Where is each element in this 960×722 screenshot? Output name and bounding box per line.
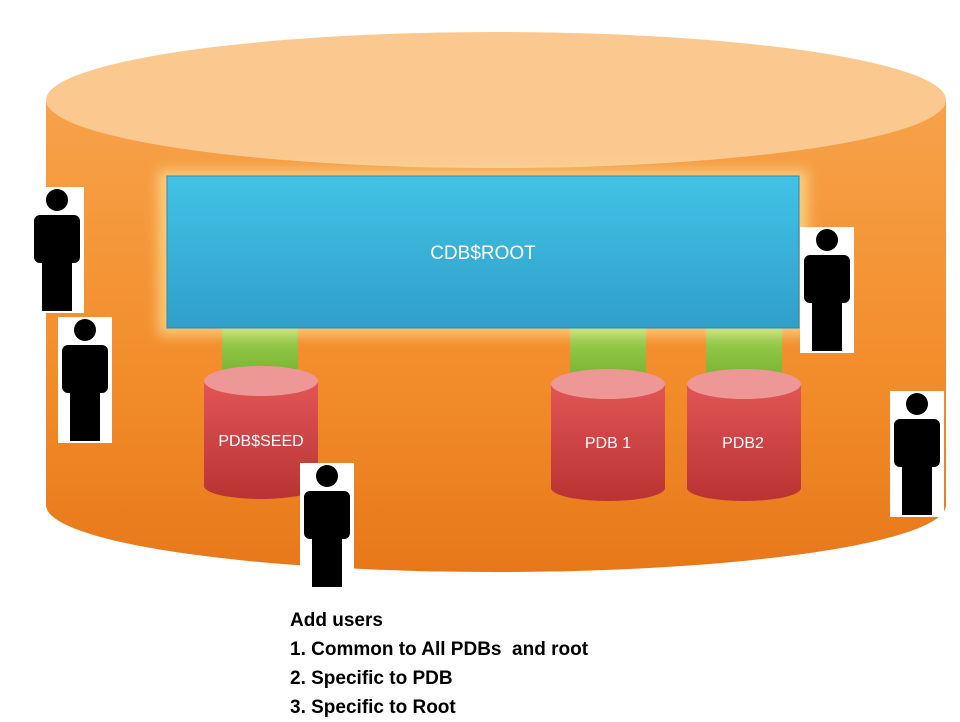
users-note-item: 3. Specific to Root: [290, 697, 456, 718]
pdb-seed-cylinder: PDB$SEED: [204, 366, 318, 499]
pdb1-label: PDB 1: [585, 435, 631, 452]
person-icon: [300, 463, 354, 589]
users-note-item: 1. Common to All PDBs and root: [290, 639, 589, 660]
person-icon: [30, 187, 84, 313]
person-icon: [58, 317, 112, 443]
pdb-seed-label: PDB$SEED: [218, 433, 303, 450]
users-note-heading: Add users: [290, 610, 383, 631]
pdb1-cylinder: PDB 1: [551, 369, 665, 501]
root-label: CDB$ROOT: [430, 243, 536, 264]
pdb2-label: PDB2: [722, 435, 764, 452]
users-note-item: 2. Specific to PDB: [290, 668, 453, 689]
person-icon: [890, 391, 944, 517]
pdb2-cylinder: PDB2: [687, 369, 801, 501]
person-icon: [800, 227, 854, 353]
users-note: Add users 1. Common to All PDBs and root…: [290, 606, 588, 722]
root-container: CDB$ROOT: [158, 170, 808, 336]
